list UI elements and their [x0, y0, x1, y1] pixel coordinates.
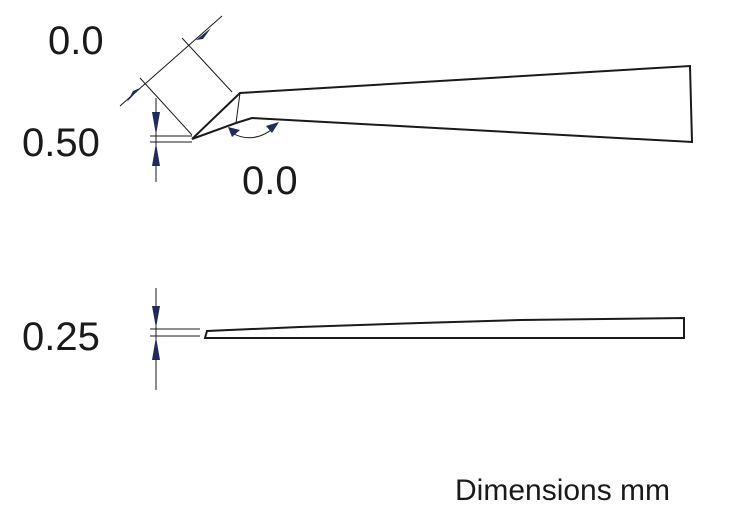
tip-width-extension-line-1: [139, 77, 193, 136]
bend-angle-arrowhead-1: [228, 127, 240, 137]
bend-angle-label: 0.0: [242, 159, 298, 203]
tip-width-label: 0.0: [48, 19, 104, 63]
side-thickness-label: 0.25: [22, 315, 100, 359]
thickness-arrowhead-top: [152, 112, 160, 135]
side-thickness-arrowhead-bottom: [152, 337, 160, 360]
side-view: 0.25: [22, 288, 685, 390]
top-view-bend-line: [235, 92, 241, 124]
thickness-arrowhead-bottom: [152, 143, 160, 166]
tip-thickness-label: 0.50: [22, 121, 100, 165]
units-caption: Dimensions mm: [455, 474, 670, 507]
side-thickness-arrowhead-top: [152, 306, 160, 328]
top-view: 0.0 0.50 0.0: [22, 15, 694, 203]
bend-angle-arrowhead-2: [266, 122, 279, 133]
tip-width-arrowhead-1: [127, 88, 140, 102]
tip-width-arrowhead-2: [196, 28, 211, 40]
tip-width-extension-line-2: [181, 37, 233, 93]
side-view-outline: [203, 316, 685, 339]
top-view-outline: [191, 64, 694, 144]
